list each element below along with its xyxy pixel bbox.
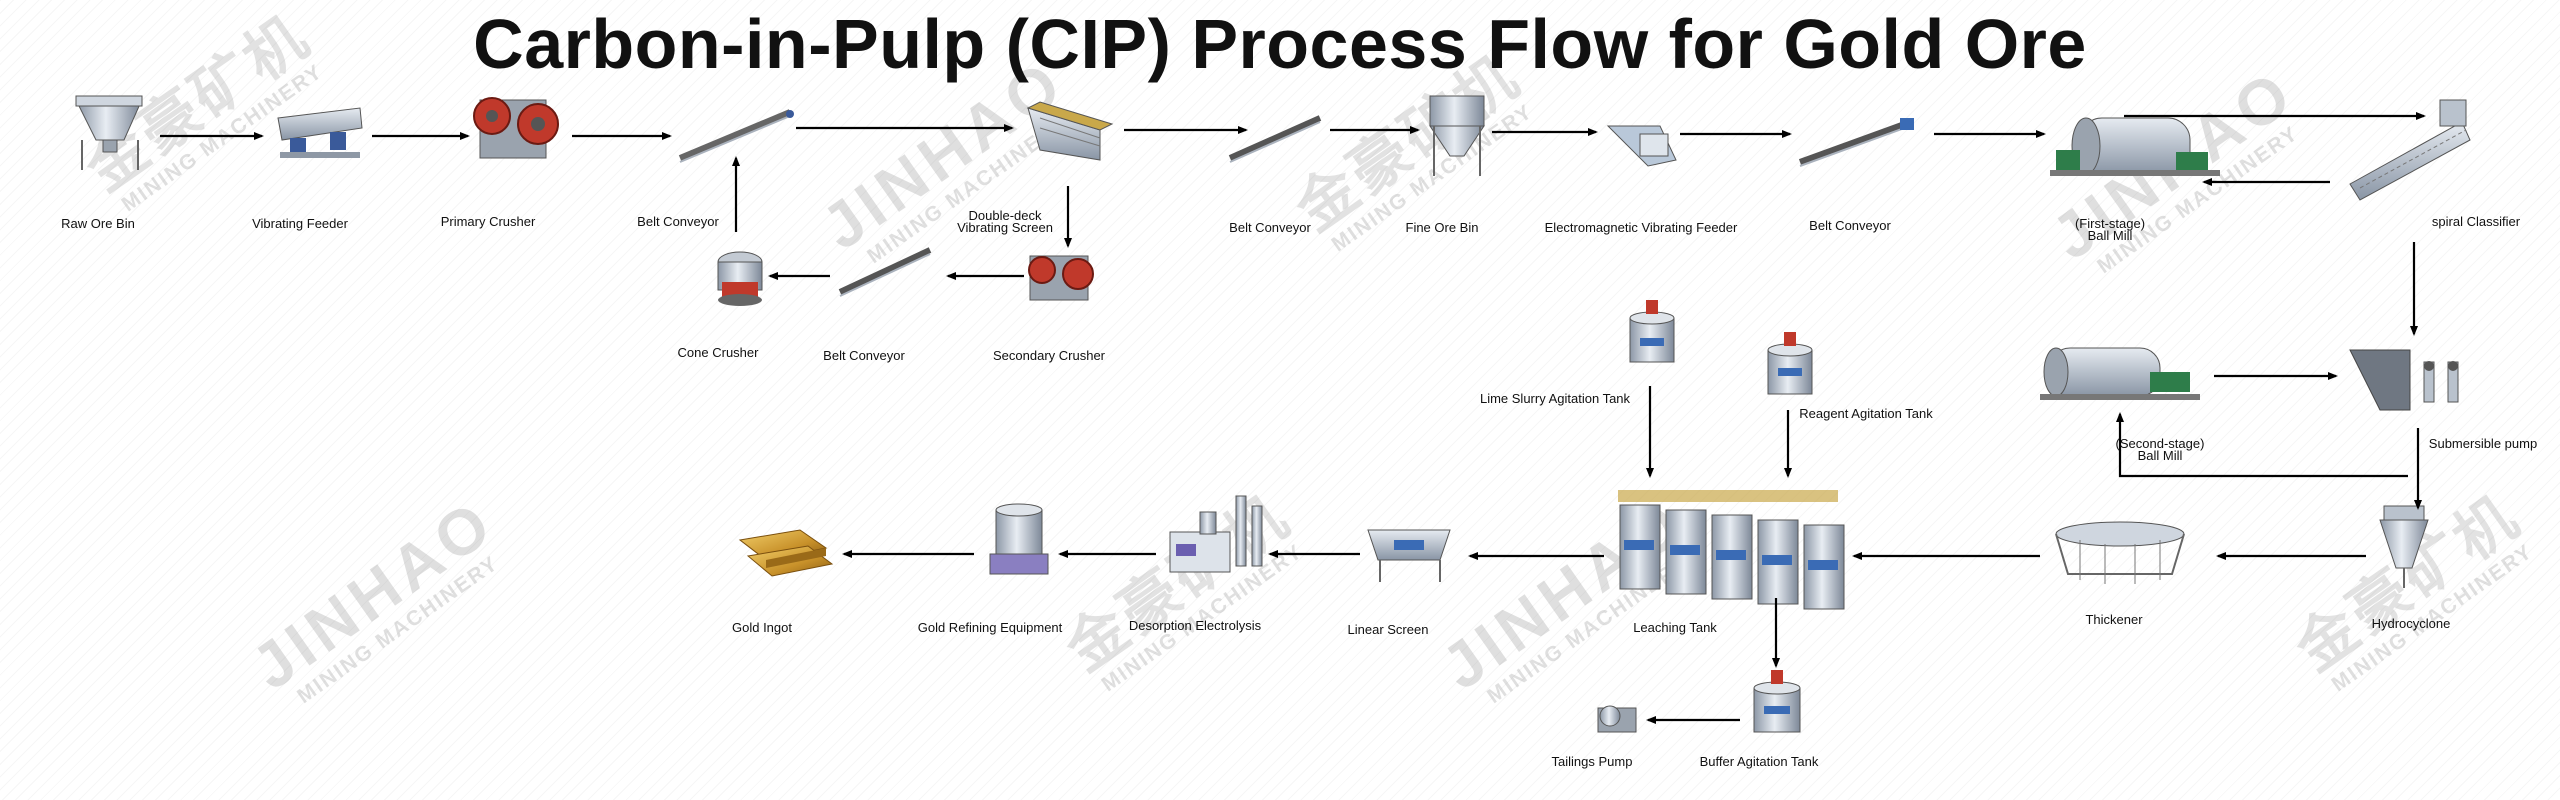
diagram-title: Carbon-in-Pulp (CIP) Process Flow for Go… bbox=[473, 5, 2087, 83]
node-label-electromagnetic-vibrating-feeder: Electromagnetic Vibrating Feeder bbox=[1544, 220, 1738, 235]
node-label-secondary-crusher: Secondary Crusher bbox=[993, 348, 1105, 363]
node-label-belt-conveyor-1: Belt Conveyor bbox=[637, 214, 719, 229]
node-label-submersible-pump: Submersible pump bbox=[2428, 436, 2538, 451]
belt-conveyor-2-icon bbox=[1228, 115, 1322, 163]
hydrocyclone-icon bbox=[2379, 505, 2429, 588]
thickener-icon bbox=[2055, 521, 2185, 584]
linear-screen-icon bbox=[1367, 529, 1451, 582]
node-label-belt-conveyor-2: Belt Conveyor bbox=[1229, 220, 1311, 235]
node-label-primary-crusher: Primary Crusher bbox=[440, 214, 536, 229]
node-label-lime-slurry-tank: Lime Slurry Agitation Tank bbox=[1479, 391, 1631, 406]
node-label-leaching-tank: Leaching Tank bbox=[1633, 620, 1717, 635]
double-deck-screen-icon bbox=[1026, 101, 1114, 161]
belt-conveyor-3-icon bbox=[1798, 118, 1914, 167]
node-label-ball-mill-2: (Second-stage)Ball Mill bbox=[2115, 436, 2205, 463]
lime-slurry-tank-icon bbox=[1629, 300, 1675, 363]
node-label-cone-crusher: Cone Crusher bbox=[677, 345, 759, 360]
spiral-classifier-icon bbox=[2349, 99, 2471, 201]
node-label-gold-refining: Gold Refining Equipment bbox=[917, 620, 1063, 635]
node-label-linear-screen: Linear Screen bbox=[1347, 622, 1429, 637]
arrow bbox=[2116, 412, 2408, 478]
node-label-vibrating-feeder: Vibrating Feeder bbox=[252, 216, 348, 231]
belt-conveyor-4-icon bbox=[838, 247, 932, 297]
node-label-gold-ingot: Gold Ingot bbox=[732, 620, 792, 635]
ball-mill-2-icon bbox=[2040, 347, 2200, 400]
electromagnetic-vibrating-feeder-icon bbox=[1606, 125, 1677, 167]
desorption-electrolysis-icon bbox=[1169, 495, 1263, 573]
vibrating-feeder-icon bbox=[277, 107, 363, 158]
belt-conveyor-1-icon bbox=[678, 109, 794, 163]
node-label-tailings-pump: Tailings Pump bbox=[1551, 754, 1633, 769]
buffer-tank-icon bbox=[1753, 670, 1801, 733]
gold-ingot-icon bbox=[738, 529, 834, 577]
node-label-thickener: Thickener bbox=[2085, 612, 2143, 627]
node-label-buffer-tank: Buffer Agitation Tank bbox=[1699, 754, 1819, 769]
node-label-raw-ore-bin: Raw Ore Bin bbox=[61, 216, 135, 231]
secondary-crusher-icon bbox=[1028, 255, 1094, 301]
node-label-reagent-tank: Reagent Agitation Tank bbox=[1799, 406, 1933, 421]
node-label-belt-conveyor-3: Belt Conveyor bbox=[1809, 218, 1891, 233]
node-label-hydrocyclone: Hydrocyclone bbox=[2371, 616, 2451, 631]
node-label-spiral-classifier: spiral Classifier bbox=[2431, 214, 2521, 229]
gold-refining-icon bbox=[989, 503, 1049, 575]
flow-arrows bbox=[160, 112, 2426, 724]
cone-crusher-icon bbox=[717, 251, 763, 306]
primary-crusher-icon bbox=[473, 97, 559, 159]
tailings-pump-icon bbox=[1597, 705, 1637, 733]
node-label-ball-mill-1: (First-stage)Ball Mill bbox=[2074, 216, 2146, 243]
raw-ore-bin-icon bbox=[75, 95, 143, 170]
ball-mill-1-icon bbox=[2050, 117, 2220, 176]
submersible-pump-icon bbox=[2349, 349, 2459, 411]
fine-ore-bin-icon bbox=[1429, 95, 1485, 176]
node-label-desorption-electrolysis: Desorption Electrolysis bbox=[1128, 618, 1262, 633]
leaching-tank-icon bbox=[1618, 490, 1845, 610]
node-label-fine-ore-bin: Fine Ore Bin bbox=[1405, 220, 1479, 235]
reagent-tank-icon bbox=[1767, 332, 1813, 395]
node-label-belt-conveyor-4: Belt Conveyor bbox=[823, 348, 905, 363]
